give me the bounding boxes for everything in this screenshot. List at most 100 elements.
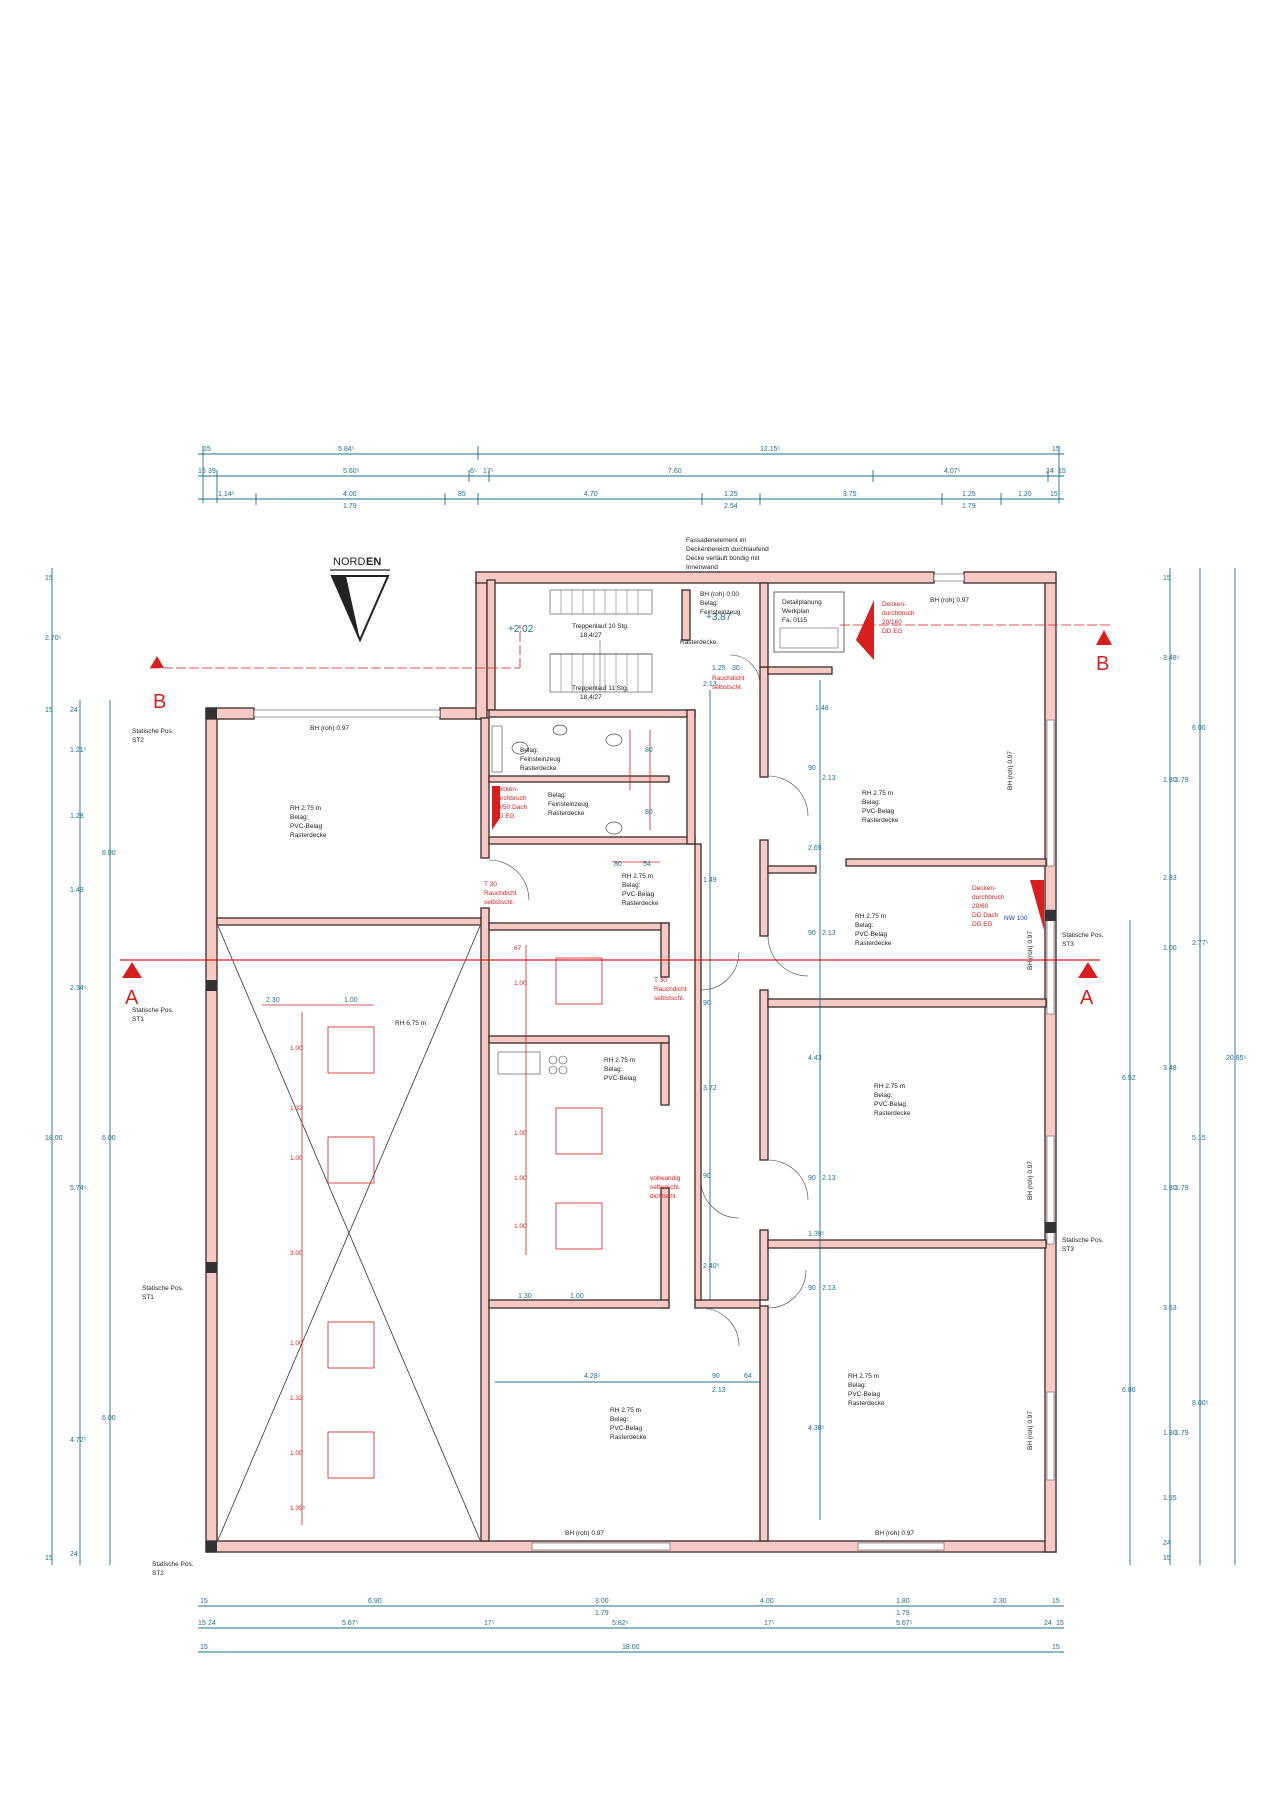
dim-text: 1.79 xyxy=(1175,777,1189,784)
floor-label: PVC-Belag xyxy=(610,1425,643,1432)
floor-label: PVC-Belag xyxy=(848,1391,881,1398)
dim-text: 90 xyxy=(808,930,816,937)
dim-text: 2.13 xyxy=(712,1387,726,1394)
staircase xyxy=(549,589,653,693)
dim-text: 15 xyxy=(198,1620,206,1627)
dim-text: 64 xyxy=(744,1373,752,1380)
floor-label: Rasterdecke xyxy=(855,940,892,947)
ceiling-label: Rasterdecke xyxy=(520,765,557,772)
dim-text: 15 xyxy=(1163,575,1171,582)
section-label-b: B xyxy=(1096,653,1109,675)
grid-dim: 67 xyxy=(514,945,522,952)
dim-text: 1.79 xyxy=(896,1610,910,1617)
bh-label: BH (roh) 0.97 xyxy=(930,597,969,604)
detail-box xyxy=(773,591,845,653)
section-line-a xyxy=(120,959,1100,978)
section-line-b xyxy=(150,624,1112,669)
dim-text: 18.00 xyxy=(622,1644,640,1651)
dim-text: 4.07⁵ xyxy=(944,468,961,475)
dim-text: 15 xyxy=(1050,491,1058,498)
dim-text: 2.13 xyxy=(822,930,836,937)
penetration-note: Decken- xyxy=(882,601,906,608)
dim-text: 2.70⁵ xyxy=(45,635,62,642)
grid-dim: 1.00 xyxy=(514,1130,527,1137)
dim-text: 1.79 xyxy=(1175,1185,1189,1192)
floor-label: Rasterdecke xyxy=(874,1110,911,1117)
static-position: Statische Pos. xyxy=(132,728,174,735)
dim-text: 1.79 xyxy=(595,1610,609,1617)
penetration-note: 20/160 xyxy=(882,619,902,626)
penetration-note: DD Dach xyxy=(972,912,999,919)
dim-text: 2.13 xyxy=(703,681,717,688)
dim-text: 90 xyxy=(808,1285,816,1292)
dim-text: 2.30 xyxy=(993,1598,1007,1605)
fire-note: T 30 xyxy=(654,977,667,984)
dim-text: 2.13 xyxy=(822,1285,836,1292)
dim-text: 4.38⁵ xyxy=(808,1425,825,1432)
inner-dimensions: 2.13 1.25 30 1.48 90 2.13 2.65 90 2.13 4… xyxy=(266,665,836,1520)
fire-note: dichtschl. xyxy=(650,1193,677,1200)
floor-label: Belag: xyxy=(848,1382,867,1389)
dim-text: 5.60⁵ xyxy=(343,468,360,475)
grid-dim: 1.32 xyxy=(290,1395,303,1402)
dim-text: 4.72⁵ xyxy=(70,1437,87,1444)
dim-text: 5.15 xyxy=(1192,1135,1206,1142)
detail-note: Werkplan xyxy=(782,608,810,615)
floor-label: Rasterdecke xyxy=(848,1400,885,1407)
static-position: ST1 xyxy=(142,1294,154,1301)
dim-text: 4.00 xyxy=(343,491,357,498)
fire-note: Rauchdicht xyxy=(712,675,745,682)
dim-text: 24 xyxy=(70,1551,78,1558)
ceiling-label: Rasterdecke xyxy=(548,810,585,817)
dim-text: 6.52 xyxy=(1122,1075,1136,1082)
dim-text: 15 xyxy=(45,1555,53,1562)
dim-text: 3.48 xyxy=(1163,1065,1177,1072)
penetration-note: Decken- xyxy=(494,786,518,793)
floor-label: Rasterdecke xyxy=(622,900,659,907)
dim-text: 17⁵ xyxy=(483,468,494,475)
section-label-a: A xyxy=(1080,987,1094,1009)
stair-label: 18,4/27 xyxy=(580,694,602,701)
floor-label: PVC-Belag xyxy=(604,1075,637,1082)
dim-text: 6.00 xyxy=(102,1415,116,1422)
dim-text: 1.79 xyxy=(1175,1430,1189,1437)
dim-text: 15 xyxy=(200,1644,208,1651)
dim-text: 2.34⁵ xyxy=(70,985,87,992)
level-mark: +3.87 xyxy=(706,612,732,623)
dim-text: 90 xyxy=(703,1000,711,1007)
dim-text: 15 xyxy=(1163,1555,1171,1562)
dim-text: 12.15⁵ xyxy=(760,446,781,453)
dim-text: 80 xyxy=(645,809,653,816)
hall-diagonals xyxy=(217,925,481,1541)
grid-dim: 1.32 xyxy=(290,1105,303,1112)
grid-dim: 3.00 xyxy=(290,1250,303,1257)
dim-text: 90 xyxy=(712,1373,720,1380)
floor-label: Rasterdecke xyxy=(290,832,327,839)
penetration-note: DD EG xyxy=(494,813,515,820)
floor-label: PVC-Belag xyxy=(862,808,895,815)
static-position: ST2 xyxy=(132,737,144,744)
dim-text: 24 xyxy=(208,1620,216,1627)
dim-text: 1.25 xyxy=(962,491,976,498)
grid-dim: 1.00 xyxy=(514,980,527,987)
static-position: Statische Pos. xyxy=(152,1561,194,1568)
dim-text: 2.33 xyxy=(1163,875,1177,882)
room-height: RH 2.75 m xyxy=(848,1373,879,1380)
room-height: RH 2.75 m xyxy=(610,1407,641,1414)
grid-dim: 1.00 xyxy=(290,1045,303,1052)
dim-text: 1.28 xyxy=(70,813,84,820)
static-position: ST3 xyxy=(1062,941,1074,948)
bh-label: BH (roh) 0.97 xyxy=(1027,1161,1034,1200)
dim-text: 4.70 xyxy=(584,491,598,498)
fire-note: Rauchdicht xyxy=(654,986,687,993)
bottom-dimensions: 15 6.90 3.00 1.79 4.00 1.80 1.79 2.30 15… xyxy=(198,1598,1064,1653)
dim-text: 2.40⁵ xyxy=(703,1263,720,1270)
room-height: RH 2.75 m xyxy=(290,805,321,812)
dim-text: 1.00 xyxy=(344,997,358,1004)
dim-text: 15 xyxy=(45,707,53,714)
floor-label: Belag: xyxy=(604,1066,623,1073)
floor-label: PVC-Belag xyxy=(874,1101,907,1108)
static-position: Statische Pos. xyxy=(1062,932,1104,939)
fire-note: Rauchdicht xyxy=(484,890,517,897)
